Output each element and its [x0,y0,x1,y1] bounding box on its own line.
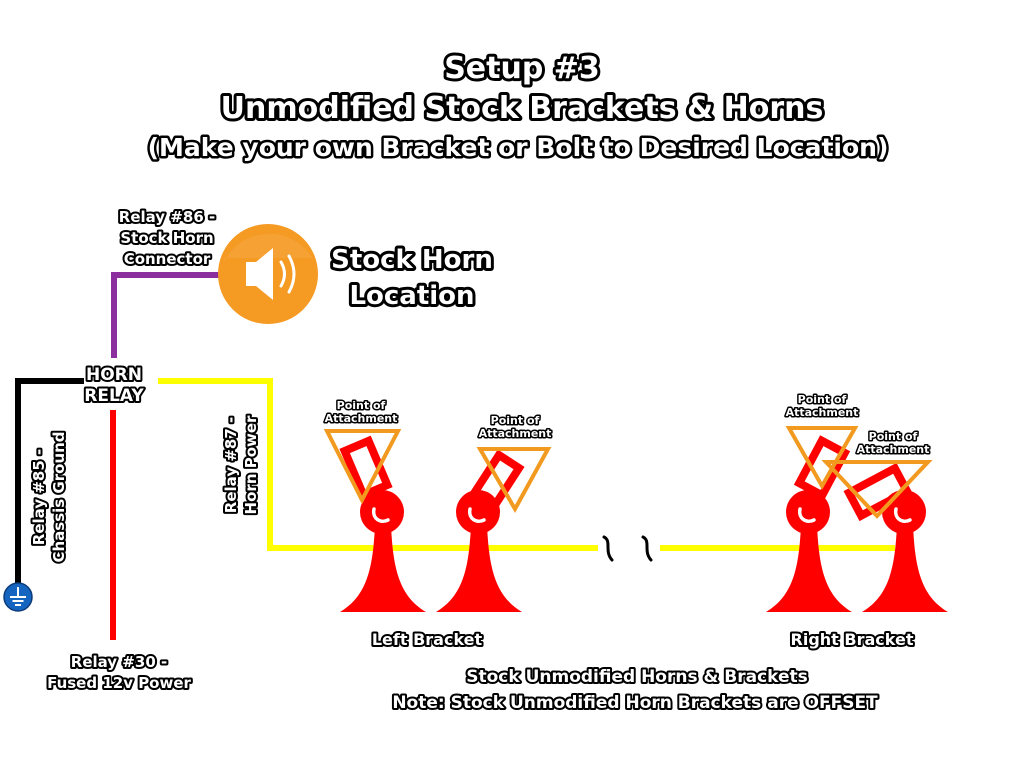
relay-87-label-line1: Relay #87 - [222,417,240,513]
relay-86-label-line1: Relay #86 - [119,208,215,226]
relay-30-label-line1: Relay #30 - [71,653,167,671]
speaker-icon [218,224,318,324]
attachment-label-line2: Attachment [786,406,859,419]
horn-icon [843,462,948,612]
relay-30-label: Relay #30 - Fused 12v Power [45,651,193,694]
attachment-label-line1: Point of [869,430,918,443]
relay-86-label-line2: Stock Horn [120,229,213,247]
attachment-label-line1: Point of [337,399,386,412]
attachment-triangle [821,460,933,519]
wire-relay-85 [15,378,84,585]
attachment-label-line1: Point of [491,414,540,427]
relay-label-line1: HORN [86,365,142,385]
attachment-triangle [476,447,552,514]
left-bracket-label: Left Bracket [372,630,483,649]
horn-icon [339,435,426,612]
attachment-label-line2: Attachment [857,443,930,456]
relay-85-label: Relay #85 - Chassis Ground [28,429,70,564]
attachment-label: Point of Attachment [784,392,860,421]
attachment-label-line1: Point of [798,393,847,406]
title-setup: Setup #3 [444,51,600,86]
ground-icon [3,582,33,612]
attachment-label: Point of Attachment [855,429,931,458]
relay-85-label-line1: Relay #85 - [30,449,48,545]
attachment-triangle [785,426,859,491]
relay-label-line2: RELAY [84,386,144,406]
attachment-triangle [323,429,402,505]
relay-87-label: Relay #87 - Horn Power [220,413,262,516]
stock-horn-location-line1: Stock Horn [331,245,493,275]
attachment-label: Point of Attachment [323,398,399,427]
relay-30-label-line2: Fused 12v Power [47,674,191,692]
relay-86-label: Relay #86 - Stock Horn Connector [117,206,217,270]
right-bracket-label: Right Bracket [791,630,914,649]
wire-relay-87 [158,378,598,551]
title-subtitle: (Make your own Bracket or Bolt to Desire… [148,133,889,162]
wire-break-symbol [602,535,653,562]
relay-87-label-line2: Horn Power [242,415,260,514]
attachment-label-line2: Attachment [325,412,398,425]
relay-85-label-line2: Chassis Ground [50,431,68,562]
footer-line1: Stock Unmodified Horns & Brackets [466,667,808,687]
title-main: Unmodified Stock Brackets & Horns [221,91,824,126]
stock-horn-location-line2: Location [349,281,474,311]
wire-relay-86 [111,272,222,358]
footer-line2: Note: Stock Unmodified Horn Brackets are… [392,693,878,713]
relay-86-label-line3: Connector [124,250,211,268]
horn-relay: HORN RELAY [82,363,146,408]
horn-icon [436,449,525,612]
attachment-label: Point of Attachment [477,413,553,442]
attachment-label-line2: Attachment [479,427,552,440]
